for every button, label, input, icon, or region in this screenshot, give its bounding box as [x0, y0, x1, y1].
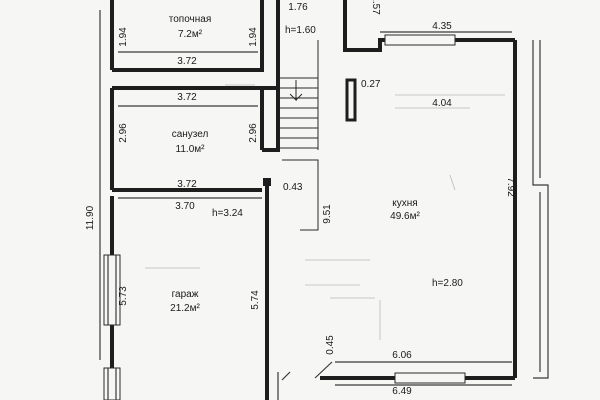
room-area-kitchen: 49.6м²	[390, 211, 420, 222]
exterior-right	[532, 40, 549, 379]
room-name-garage: гараж	[172, 289, 199, 300]
room-area-bathroom: 11.0м²	[176, 144, 206, 155]
dim-9-51: 9.51	[322, 204, 333, 224]
room-labels: топочная 7.2м² санузел 11.0м² кухня 49.6…	[169, 14, 421, 314]
dim-1-94-left: 1.94	[118, 27, 129, 47]
dim-3-72-top: 3.72	[177, 56, 197, 67]
dim-6-06: 6.06	[392, 350, 412, 361]
garage-post	[263, 178, 271, 186]
height-garage: h=3.24	[212, 208, 243, 219]
room-name-bathroom: санузел	[172, 129, 209, 140]
dim-0-27: 0.27	[361, 79, 381, 90]
dim-2-96-right: 2.96	[248, 123, 259, 143]
dimension-lines	[99, 10, 512, 386]
dim-3-70: 3.70	[175, 201, 195, 212]
dim-11-90: 11.90	[85, 205, 96, 230]
room-area-garage: 21.2м²	[170, 303, 200, 314]
dim-0-45: 0.45	[325, 335, 336, 355]
dim-5-73: 5.73	[118, 286, 129, 306]
height-kitchen: h=2.80	[432, 278, 463, 289]
walls	[110, 0, 517, 400]
dim-4-35: 4.35	[432, 21, 452, 32]
background-traces	[145, 84, 505, 340]
window-garage-lower	[103, 367, 121, 400]
height-labels: h=1.60 h=3.24 h=2.80	[212, 25, 463, 289]
window-kitchen-top	[384, 34, 456, 46]
staircase	[280, 40, 319, 231]
dim-6-49: 6.49	[392, 386, 412, 397]
room-name-boiler: топочная	[169, 14, 212, 25]
dim-1-57: 1.57	[370, 0, 381, 15]
room-area-boiler: 7.2м²	[178, 29, 203, 40]
kitchen-column	[345, 78, 357, 122]
window-kitchen-bottom	[394, 372, 466, 384]
dimension-labels: 1.94 1.94 3.72 3.72 2.96 2.96 3.72 3.70 …	[85, 0, 516, 397]
wall-stair-hall	[262, 0, 280, 152]
door-marks	[277, 361, 333, 400]
room-name-kitchen: кухня	[392, 198, 417, 209]
dim-3-72-bottom: 3.72	[177, 179, 197, 190]
dim-7-92: 7.92	[505, 177, 516, 197]
dim-4-04: 4.04	[432, 98, 452, 109]
dim-1-94-right: 1.94	[248, 27, 259, 47]
dim-1-76: 1.76	[288, 2, 308, 13]
dim-5-74: 5.74	[250, 290, 261, 310]
dim-3-72-mid: 3.72	[177, 92, 197, 103]
dim-2-96-left: 2.96	[118, 123, 129, 143]
height-stair-hall: h=1.60	[285, 25, 316, 36]
wall-boiler-room-right	[112, 0, 264, 72]
dim-0-43: 0.43	[283, 182, 303, 193]
windows	[103, 34, 466, 400]
